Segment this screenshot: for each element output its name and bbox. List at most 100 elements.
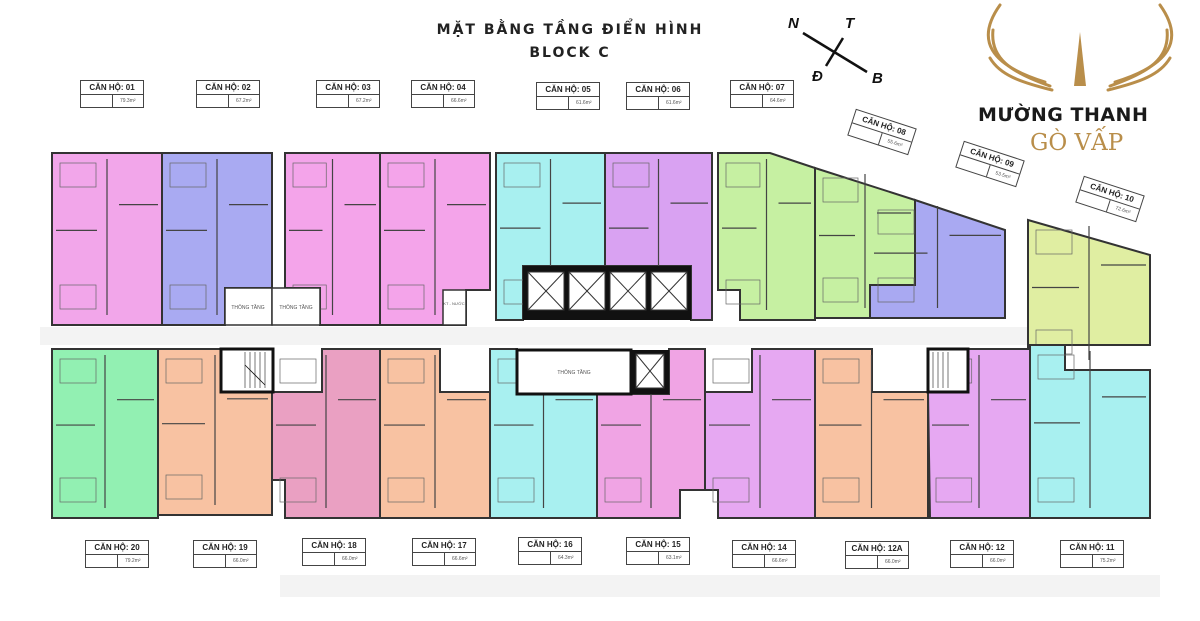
compass-icon (802, 31, 868, 74)
unit-name: CĂN HỘ: 01 (81, 81, 143, 95)
bed-icon (877, 209, 915, 235)
unit-name: CĂN HỘ: 20 (86, 541, 148, 555)
room-label: THÔNG TẦNG (231, 304, 264, 311)
bed-icon (822, 358, 860, 384)
unit-name: CĂN HỘ: 15 (627, 538, 689, 552)
unit-01[interactable] (51, 152, 163, 326)
unit-area: 63.1m² (665, 555, 682, 561)
elevator-icon (568, 271, 606, 311)
unit-label-blank (86, 555, 118, 567)
unit-04[interactable] (379, 152, 491, 326)
unit-label-blank (81, 95, 113, 107)
unit-07[interactable] (717, 152, 816, 321)
unit-area: 61.6m² (665, 100, 682, 106)
unit-label-blank (846, 556, 878, 568)
unit-20[interactable] (51, 348, 159, 519)
unit-label-blank (731, 95, 763, 107)
unit-label-blank (537, 97, 569, 109)
plan-subtitle: BLOCK C (529, 45, 611, 61)
unit-area: 64.3m² (557, 555, 574, 561)
unit-09[interactable] (869, 198, 1006, 319)
bed-icon (59, 162, 97, 188)
unit-08[interactable] (814, 166, 916, 319)
unit-area: 66.6m² (451, 556, 468, 562)
corridor (40, 327, 1040, 345)
unit-label: CĂN HỘ: 19 66.0m² (193, 540, 257, 568)
unit-area: 79.2m² (124, 558, 141, 564)
bed-icon (169, 162, 207, 188)
stairwell-2 (926, 347, 970, 394)
unit-14[interactable] (704, 348, 816, 519)
bed-icon (604, 477, 642, 503)
bed-icon (503, 162, 541, 188)
brand-location: GÒ VẤP (1030, 130, 1124, 156)
room-label: KT - NƯỚC (443, 301, 464, 306)
bed-icon (725, 162, 761, 188)
bed-icon (822, 477, 860, 503)
unit-label: CĂN HỘ: 12 66.0m² (950, 540, 1014, 568)
bed-icon (387, 284, 425, 310)
bed-icon (279, 477, 317, 503)
unit-17[interactable] (379, 348, 491, 519)
compass-west-label: T (845, 15, 855, 32)
unit-area: 66.0m² (989, 558, 1006, 564)
thong-tang-void-2: THÔNG TẦNG (271, 287, 321, 326)
unit-label-blank (317, 95, 349, 107)
bed-icon (1037, 477, 1075, 503)
logo-wings-icon (986, 3, 1174, 92)
unit-18[interactable] (271, 348, 381, 519)
unit-label-blank (627, 552, 659, 564)
unit-name: CĂN HỘ: 04 (412, 81, 474, 95)
compass-north-label: N (788, 15, 799, 32)
unit-area: 66.0m² (884, 559, 901, 565)
unit-name: CĂN HỘ: 02 (197, 81, 259, 95)
unit-area: 67.2m² (235, 98, 252, 104)
unit-name: CĂN HỘ: 03 (317, 81, 379, 95)
unit-name: CĂN HỘ: 07 (731, 81, 793, 95)
unit-name: CĂN HỘ: 11 (1061, 541, 1123, 555)
stairwell-1 (219, 347, 275, 394)
unit-11[interactable] (1029, 344, 1151, 519)
room-label: THÔNG TẦNG (557, 369, 590, 376)
unit-name: CĂN HỘ: 19 (194, 541, 256, 555)
unit-label: CĂN HỘ: 03 67.2m² (316, 80, 380, 108)
unit-name: CĂN HỘ: 18 (303, 539, 365, 553)
unit-label: CĂN HỘ: 18 66.0m² (302, 538, 366, 566)
unit-label: CĂN HỘ: 15 63.1m² (626, 537, 690, 565)
bed-icon (725, 279, 761, 305)
bed-icon (387, 477, 425, 503)
elevator-icon (527, 271, 565, 311)
unit-label-blank (197, 95, 229, 107)
unit-area: 64.6m² (769, 98, 786, 104)
unit-label-blank (194, 555, 226, 567)
unit-label: CĂN HỘ: 02 67.2m² (196, 80, 260, 108)
unit-label-blank (1061, 555, 1093, 567)
bed-icon (822, 277, 859, 303)
bed-icon (712, 358, 750, 384)
unit-area: 66.0m² (232, 558, 249, 564)
bed-icon (1035, 229, 1073, 255)
elevator-icon (650, 271, 688, 311)
unit-label-blank (303, 553, 335, 565)
thong-tang-void-1: THÔNG TẦNG (224, 287, 273, 326)
plan-title: MẶT BẰNG TẦNG ĐIỂN HÌNH (436, 22, 704, 38)
unit-name: CĂN HỘ: 12 (951, 541, 1013, 555)
bed-icon (712, 477, 750, 503)
bed-icon (877, 277, 915, 303)
unit-12a[interactable] (814, 348, 929, 519)
floor-shadow (280, 575, 1160, 597)
unit-area: 66.6m² (771, 558, 788, 564)
unit-label: CĂN HỘ: 06 61.6m² (626, 82, 690, 110)
unit-area: 66.0m² (341, 556, 358, 562)
unit-area: 67.2m² (355, 98, 372, 104)
elevator-core (523, 266, 691, 320)
unit-10[interactable] (1027, 218, 1151, 371)
unit-name: CĂN HỘ: 06 (627, 83, 689, 97)
unit-label-blank (413, 553, 445, 565)
